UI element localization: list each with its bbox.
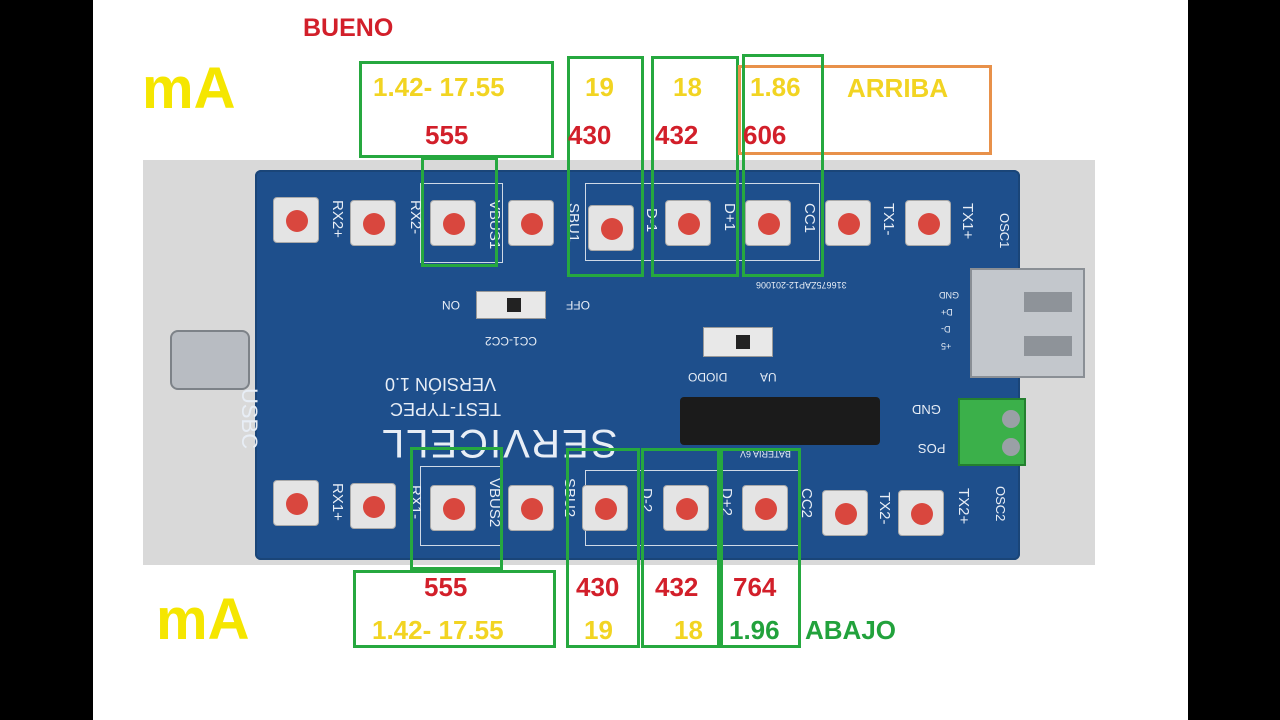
part-code-silkscreen: 316675ZAP12-201006 <box>756 280 847 290</box>
diode-switch <box>703 327 773 357</box>
dplus1-ma-value: 18 <box>673 72 702 102</box>
pcb-button-tx1-plus <box>905 200 951 246</box>
pin-label-rx2-plus: RX2+ <box>329 200 346 238</box>
terminal-screw <box>1002 410 1020 428</box>
terminal-screw <box>1002 438 1020 456</box>
usb-pin-d-plus: D+ <box>941 307 953 317</box>
pcb-button-rx1-plus <box>273 480 319 526</box>
pcb-button-d-plus-1 <box>665 200 711 246</box>
arriba-label: ARRIBA <box>847 73 949 103</box>
abajo-label: ABAJO <box>805 615 897 645</box>
pcb-button-rx2-minus <box>350 200 396 246</box>
pcb-button-d-minus-1 <box>588 205 634 251</box>
ma-top-label: mA <box>142 56 236 121</box>
usb-c-plug <box>170 330 250 390</box>
osc1-label: OSC1 <box>997 213 1012 249</box>
diodo-silkscreen: DIODO <box>688 370 728 384</box>
dminus2-ohm-value: 432 <box>655 572 699 602</box>
cc-switch-silkscreen: CC1-CC2 <box>485 334 538 348</box>
usb-a-slot <box>1024 292 1072 312</box>
pin-label-tx1-minus: TX1- <box>880 203 897 236</box>
osc2-label: OSC2 <box>993 486 1008 522</box>
cc2-ohm-value: 764 <box>733 572 777 602</box>
pcb-button-tx2-minus <box>822 490 868 536</box>
cc2-ma-value: 1.96 <box>729 615 780 645</box>
bueno-label: BUENO <box>303 14 394 42</box>
usbc-silkscreen: USBC <box>237 388 262 450</box>
cc1-ohm-value: 606 <box>743 120 787 150</box>
cc-switch <box>476 291 546 319</box>
bottom-range-value: 1.42- 17.55 <box>372 615 504 645</box>
dminus2-ma-value: 18 <box>674 615 703 645</box>
silk-frame-data1 <box>585 183 820 261</box>
arriba-box <box>738 65 992 155</box>
pcb-button-vbus1 <box>430 200 476 246</box>
gnd-silkscreen: GND <box>912 402 941 417</box>
pcb-button-rx1-minus <box>350 483 396 529</box>
pcb-button-d-minus-2 <box>582 485 628 531</box>
cc1-ma-value: 1.86 <box>750 72 801 102</box>
vbus1-ohm-value: 555 <box>425 120 469 150</box>
pcb-button-cc1 <box>745 200 791 246</box>
pin-label-tx2-plus: TX2+ <box>955 488 972 525</box>
pcb-button-sbu1 <box>508 200 554 246</box>
pcb-button-tx1-minus <box>825 200 871 246</box>
dplus1-highlight-box <box>651 56 739 277</box>
usb-pin-5v: +5 <box>941 341 952 351</box>
pin-label-tx2-minus: TX2- <box>876 492 893 525</box>
cc1-highlight-box <box>742 54 824 277</box>
dminus2-highlight-box <box>641 448 720 648</box>
usb-pin-d-minus: D- <box>941 324 951 334</box>
pcb-button-cc2 <box>742 485 788 531</box>
sbu2-ohm-value: 430 <box>576 572 620 602</box>
sbu2-highlight-box <box>566 448 640 648</box>
pcb-button-tx2-plus <box>898 490 944 536</box>
pos-silkscreen: POS <box>918 441 946 456</box>
top-range-box <box>359 61 554 158</box>
dplus1-ohm-value: 432 <box>655 120 699 150</box>
on-silkscreen: ON <box>442 298 460 312</box>
ma-bottom-label: mA <box>156 587 250 652</box>
vbus1-highlight-box <box>421 157 498 267</box>
sbu1-highlight-box <box>567 56 644 277</box>
vbus2-highlight-box <box>410 447 503 570</box>
pin-label-tx1-plus: TX1+ <box>959 203 976 240</box>
top-range-value: 1.42- 17.55 <box>373 72 505 102</box>
pcb-button-rx2-plus <box>273 197 319 243</box>
version-silkscreen: VERSIÓN 1.0 <box>385 374 497 394</box>
cc2-highlight-box <box>720 448 801 648</box>
model-silkscreen: TEST-TYPEC <box>390 399 502 419</box>
usb-pin-gnd: GND <box>939 290 959 300</box>
pcb-button-vbus2 <box>430 485 476 531</box>
bottom-range-box <box>353 570 556 648</box>
silk-frame-vbus1 <box>420 183 503 263</box>
battery-holder <box>680 397 880 445</box>
usb-a-slot <box>1024 336 1072 356</box>
pcb-button-sbu2 <box>508 485 554 531</box>
usb-a-port <box>970 268 1085 378</box>
pcb-button-d-plus-2 <box>663 485 709 531</box>
sbu2-ma-value: 19 <box>584 615 613 645</box>
ua-silkscreen: UA <box>760 370 777 384</box>
sbu1-ohm-value: 430 <box>568 120 612 150</box>
sbu1-ma-value: 19 <box>585 72 614 102</box>
pin-label-rx1-plus: RX1+ <box>329 483 346 521</box>
vbus2-ohm-value: 555 <box>424 572 468 602</box>
screw-terminal <box>958 398 1026 466</box>
off-silkscreen: OFF <box>566 298 590 312</box>
